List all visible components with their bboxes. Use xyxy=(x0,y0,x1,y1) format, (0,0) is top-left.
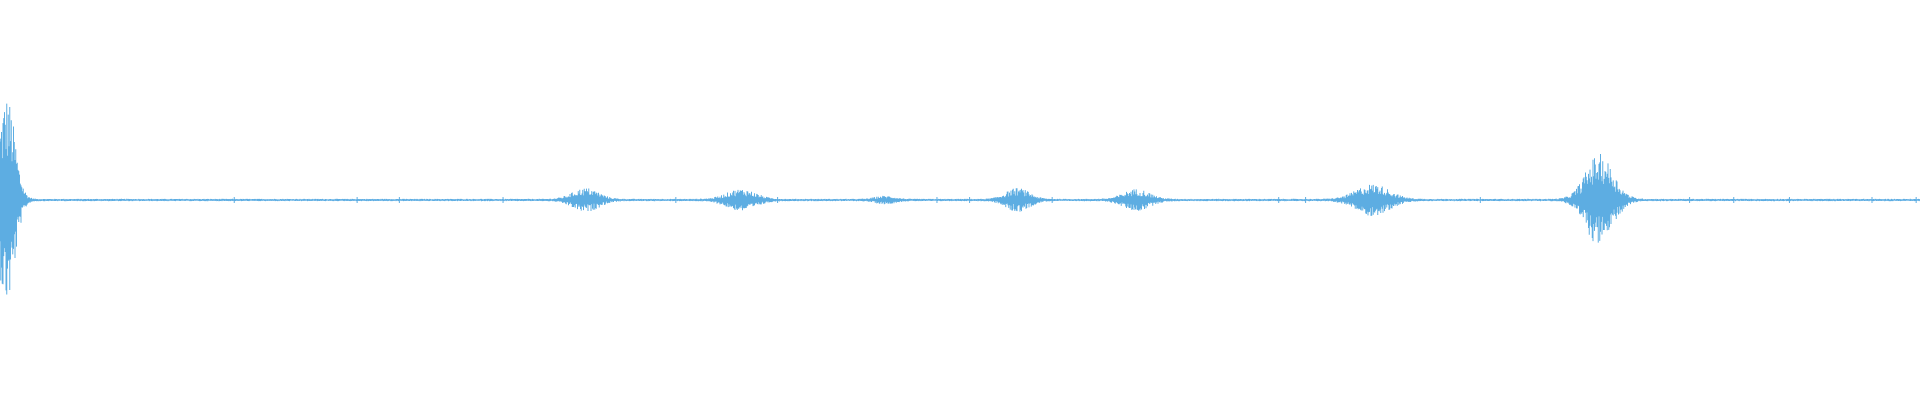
waveform-trace xyxy=(0,103,1920,295)
